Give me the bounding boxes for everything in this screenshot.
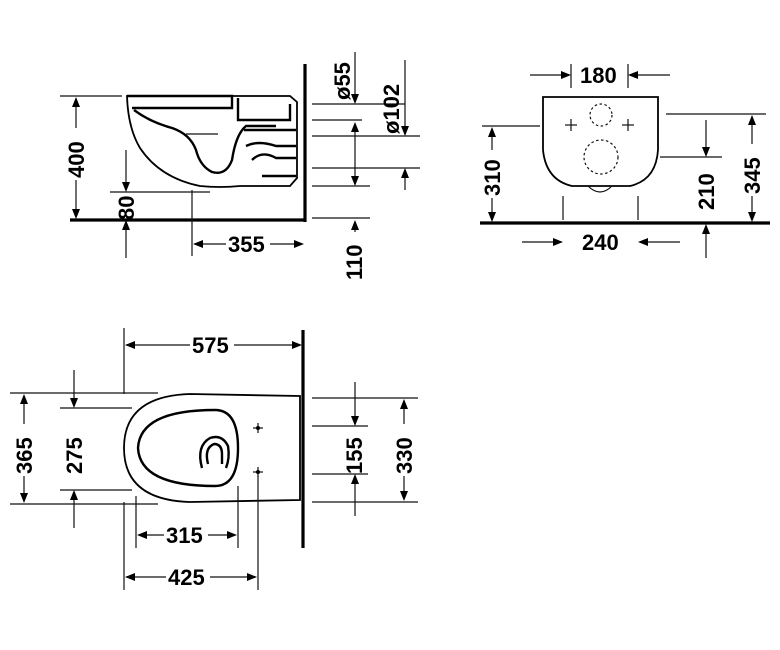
arrowhead	[72, 97, 80, 107]
outlet-pipe	[244, 128, 296, 178]
outlet-front	[587, 185, 613, 193]
dim-400: 400	[64, 141, 89, 178]
arrowhead	[638, 238, 648, 246]
dim-330: 330	[392, 437, 417, 474]
arrowhead	[122, 220, 130, 230]
bowl-drain	[199, 435, 230, 469]
arrowhead	[351, 474, 359, 484]
dim-345: 345	[740, 157, 765, 194]
arrowhead	[122, 182, 130, 192]
arrowhead	[125, 341, 135, 349]
arrowhead	[351, 94, 359, 104]
arrowhead	[400, 399, 408, 409]
arrowhead	[20, 394, 28, 404]
label-bg	[738, 144, 766, 196]
arrowhead	[400, 491, 408, 501]
arrowhead	[227, 531, 237, 539]
label-bg	[10, 424, 38, 476]
dim-310: 310	[480, 159, 505, 196]
arrowhead	[488, 127, 496, 137]
arrowhead	[247, 573, 257, 581]
dim-dia-102: ø102	[379, 84, 404, 134]
dim-425: 425	[168, 565, 205, 590]
fixing-cross-bottom	[253, 467, 263, 477]
arrowhead	[628, 71, 638, 79]
arrowhead	[561, 71, 571, 79]
bowl-top-outline	[123, 393, 301, 503]
dim-365: 365	[12, 437, 37, 474]
rim-inner	[236, 98, 292, 122]
arrowhead	[294, 240, 304, 248]
outlet-hole-outline	[583, 139, 619, 175]
dim-315: 315	[166, 523, 203, 548]
bowl-inner-curve	[133, 109, 276, 174]
bowl-opening	[136, 408, 240, 488]
fixing-cross-left	[565, 119, 577, 131]
label-bg	[390, 424, 418, 476]
dim-355: 355	[228, 232, 265, 257]
arrowhead	[292, 341, 302, 349]
label-bg	[190, 333, 234, 357]
seat-top	[127, 94, 234, 110]
dim-240: 240	[582, 230, 619, 255]
arrowhead	[748, 212, 756, 222]
arrowhead	[351, 220, 359, 230]
arrowhead	[70, 490, 78, 500]
arrowhead	[702, 147, 710, 157]
label-bg	[226, 232, 270, 256]
inlet-hole-outline	[589, 103, 613, 127]
dim-575: 575	[192, 333, 229, 358]
arrowhead	[401, 126, 409, 136]
label-bg	[62, 128, 90, 180]
bowl-front-outline	[542, 96, 659, 187]
dim-210: 210	[694, 173, 719, 210]
arrowhead	[351, 122, 359, 132]
arrowhead	[193, 240, 203, 248]
arrowhead	[748, 115, 756, 125]
label-bg	[692, 168, 720, 216]
arrowhead	[137, 531, 147, 539]
dim-275: 275	[62, 437, 87, 474]
arrowhead	[351, 176, 359, 186]
label-bg	[478, 150, 506, 198]
top-view: 575 365 275 315 425	[10, 328, 418, 590]
fixing-cross-top	[253, 423, 263, 433]
arrowhead	[70, 398, 78, 408]
dim-155: 155	[342, 437, 367, 474]
dim-110: 110	[342, 245, 367, 281]
label-bg	[166, 565, 210, 589]
arrowhead	[488, 212, 496, 222]
label-bg	[164, 523, 208, 547]
bowl-side-outline	[126, 95, 298, 188]
arrowhead	[401, 168, 409, 178]
arrowhead	[351, 416, 359, 426]
dim-80: 80	[114, 196, 139, 220]
arrowhead	[702, 224, 710, 234]
dim-180: 180	[580, 63, 617, 88]
arrowhead	[72, 209, 80, 219]
fixing-cross-right	[622, 119, 634, 131]
dim-dia-55: ø55	[330, 62, 355, 100]
arrowhead	[20, 493, 28, 503]
arrowhead	[553, 238, 563, 246]
side-view: ø55 ø102 400 80 355 110	[60, 52, 420, 280]
arrowhead	[125, 573, 135, 581]
front-view: 180 240 310 210 345	[478, 63, 770, 258]
